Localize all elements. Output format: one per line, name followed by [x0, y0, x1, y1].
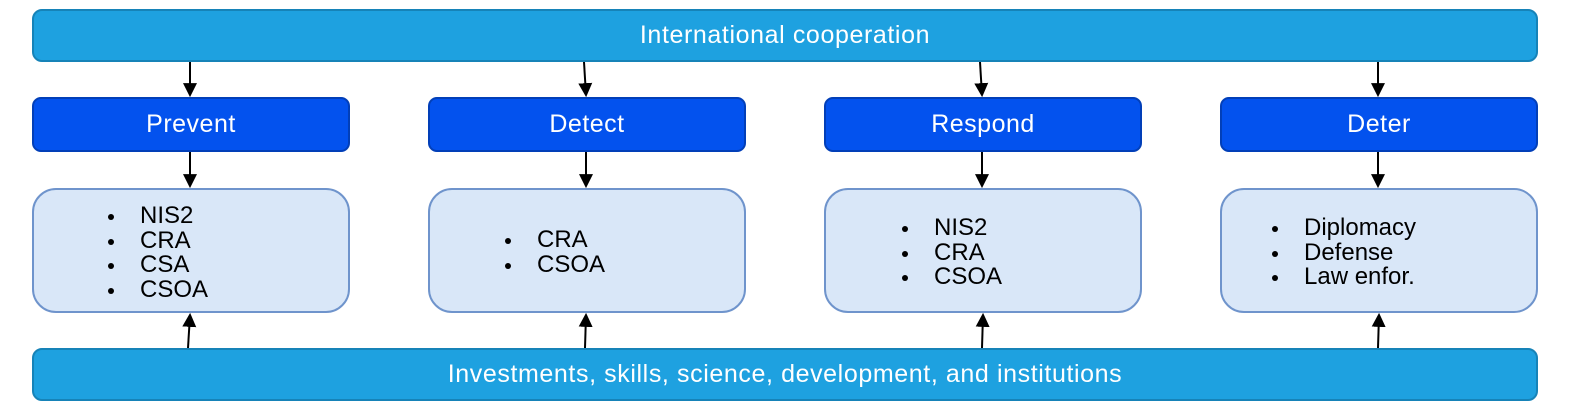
list-item-label: CRA	[934, 238, 985, 266]
list-item: Law enfor.	[1272, 263, 1416, 290]
phase-detect: Detect	[428, 97, 746, 152]
phase-respond-label: Respond	[931, 110, 1035, 138]
list-item: CSOA	[108, 275, 209, 303]
arrow-bottom-to-respond-card	[975, 312, 990, 349]
bullet-icon	[108, 214, 114, 220]
bullet-icon	[902, 250, 908, 257]
list-item: Diplomacy	[1272, 214, 1417, 241]
bullet-icon	[1272, 226, 1278, 232]
list-item-label: Diplomacy	[1304, 214, 1417, 241]
bullet-icon	[902, 275, 908, 281]
list-item-label: CRA	[140, 226, 191, 254]
phase-prevent: Prevent	[32, 97, 350, 152]
bullet-icon	[108, 287, 114, 294]
bullet-icon	[902, 226, 908, 232]
bullet-icon	[505, 238, 511, 244]
list-item-label: CSOA	[140, 275, 209, 303]
deter-list: Diplomacy Defense Law enfor.	[1272, 214, 1417, 290]
respond-list: NIS2 CRA CSOA	[902, 214, 1003, 290]
list-item: CRA	[902, 238, 1002, 266]
arrow-top-to-detect	[578, 61, 593, 98]
international-cooperation-label: International cooperation	[639, 21, 931, 49]
bullet-icon	[108, 263, 114, 269]
phase-detect-label: Detect	[549, 110, 625, 138]
detect-card: CRA CSOA	[428, 188, 746, 313]
phase-deter-label: Deter	[1347, 110, 1411, 138]
arrow-bottom-to-deter-card	[1371, 312, 1386, 349]
respond-card: NIS2 CRA CSOA	[824, 188, 1142, 313]
list-item: CRA	[505, 226, 605, 253]
bullet-icon	[1272, 275, 1278, 281]
list-item-label: CRA	[537, 226, 588, 253]
list-item-label: NIS2	[140, 202, 194, 229]
detect-list: CRA CSOA	[505, 226, 606, 278]
list-item: CSOA	[902, 263, 1003, 290]
investments-label: Investments, skills, science, developmen…	[447, 360, 1123, 388]
list-item: NIS2	[108, 202, 208, 229]
prevent-card: NIS2 CRA CSA CSOA	[32, 188, 350, 313]
list-item-label: CSA	[140, 251, 190, 278]
phase-prevent-label: Prevent	[146, 110, 236, 138]
phase-deter: Deter	[1220, 97, 1538, 152]
international-cooperation-bar: International cooperation	[32, 9, 1538, 62]
list-item: CSOA	[505, 250, 606, 278]
phase-respond: Respond	[824, 97, 1142, 152]
list-item-label: CSOA	[537, 250, 606, 278]
list-item: Defense	[1272, 238, 1416, 266]
list-item: CRA	[108, 226, 208, 254]
list-item: CSA	[108, 251, 208, 278]
arrow-bottom-to-detect-card	[578, 312, 593, 349]
list-item-label: Law enfor.	[1304, 263, 1415, 290]
list-item-label: NIS2	[934, 214, 988, 241]
list-item-label: CSOA	[934, 263, 1003, 290]
investments-bar: Investments, skills, science, developmen…	[32, 348, 1538, 401]
list-item: NIS2	[902, 214, 1002, 241]
prevent-list: NIS2 CRA CSA CSOA	[108, 202, 209, 303]
deter-card: Diplomacy Defense Law enfor.	[1220, 188, 1538, 313]
list-item-label: Defense	[1304, 238, 1394, 266]
bullet-icon	[505, 262, 511, 269]
arrow-top-to-respond	[974, 61, 989, 98]
arrow-bottom-to-prevent-card	[182, 312, 197, 349]
bullet-icon	[108, 238, 114, 245]
bullet-icon	[1272, 250, 1278, 257]
